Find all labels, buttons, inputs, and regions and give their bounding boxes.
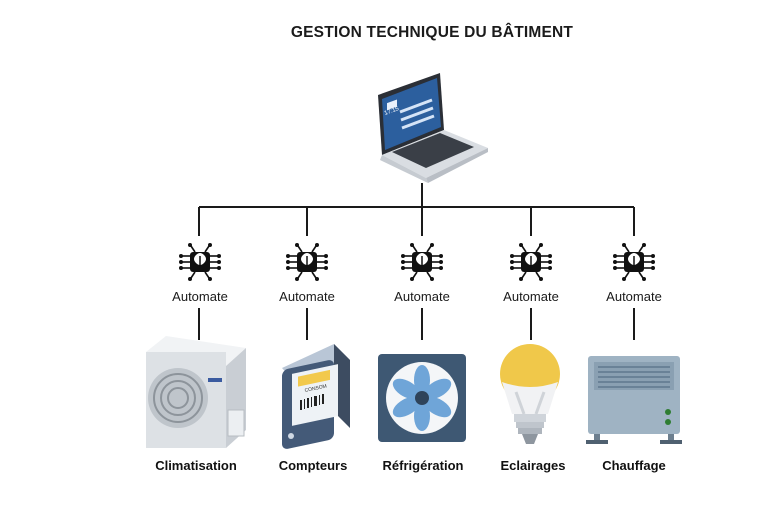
device-label-refrigeration: Réfrigération <box>382 458 464 473</box>
device-label-chauffage: Chauffage <box>602 458 666 473</box>
device-label-compteurs: Compteurs <box>278 458 348 473</box>
chip-icon <box>400 242 444 282</box>
chip-icon <box>612 242 656 282</box>
device-label-eclairages: Eclairages <box>500 458 566 473</box>
chip-icon <box>178 242 222 282</box>
network-lines <box>198 183 635 340</box>
chip-icon <box>509 242 553 282</box>
diagram-title: GESTION TECHNIQUE DU BÂTIMENT <box>290 24 574 41</box>
laptop-icon: 17:15 <box>378 73 488 183</box>
controller-label-climatisation: Automate <box>172 289 228 304</box>
controller-label-eclairages: Automate <box>503 289 559 304</box>
radiator-icon <box>586 356 682 444</box>
laptop-screen-time: 17:15 <box>384 106 401 117</box>
controller-label-refrigeration: Automate <box>394 289 450 304</box>
fan-icon <box>378 354 466 442</box>
device-label-climatisation: Climatisation <box>155 458 237 473</box>
controller-label-chauffage: Automate <box>606 289 662 304</box>
meter-tag-text: CONSOM <box>304 383 327 394</box>
light-bulb-icon <box>500 344 560 444</box>
controller-label-compteurs: Automate <box>279 289 335 304</box>
chip-icon <box>285 242 329 282</box>
energy-meter-icon: CONSOM <box>282 344 350 449</box>
air-conditioner-icon <box>146 336 246 448</box>
